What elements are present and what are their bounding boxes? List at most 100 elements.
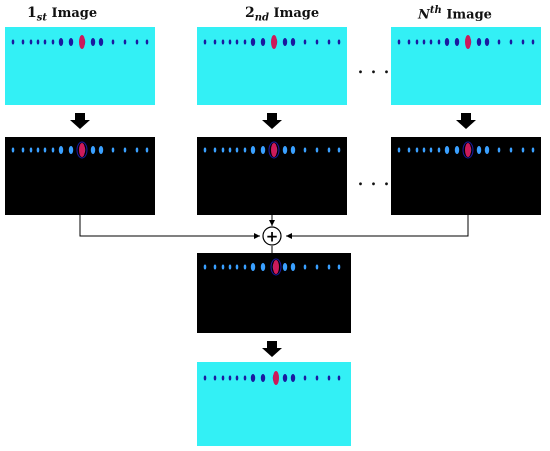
processed-image-1-spot — [90, 146, 96, 154]
input-image-n-spot — [476, 38, 482, 46]
processed-image-n-spot — [415, 147, 419, 153]
label-second-word: Image — [273, 6, 320, 21]
input-image-1-spot — [145, 39, 149, 45]
input-image-n-spot — [422, 39, 426, 45]
input-image-2-spot — [315, 39, 319, 45]
combined-image-spot — [213, 264, 217, 270]
combined-image-spot — [315, 264, 319, 270]
input-image-1-spot — [58, 38, 64, 46]
processed-image-1-spot — [68, 146, 74, 154]
input-image-1-spot — [135, 39, 139, 45]
input-image-1-spot — [123, 39, 127, 45]
processed-image-n-center-ring — [462, 141, 474, 159]
processed-image-2-spot — [213, 147, 217, 153]
combined-image-center-spot — [273, 260, 279, 274]
processed-image-n-spot — [454, 146, 460, 154]
label-nth-image: Nth Image — [418, 5, 492, 22]
final-image-spot — [315, 375, 319, 381]
connector-lines — [79, 215, 469, 253]
input-image-n-spot — [397, 39, 401, 45]
plus-operator-text: + — [266, 228, 279, 246]
processed-image-1-spot — [58, 146, 64, 154]
input-image-2-spot — [250, 38, 256, 46]
final-image-spot — [303, 375, 307, 381]
processed-image-1-spot — [98, 146, 104, 154]
processed-image-2-spot — [243, 147, 247, 153]
input-image-1-spot — [43, 39, 47, 45]
input-image-2-spot — [213, 39, 217, 45]
combined-image-spot — [221, 264, 225, 270]
processed-image-n-spot — [484, 146, 490, 154]
label-first-suffix: st — [36, 12, 47, 24]
down-arrow-icon-col-2 — [262, 113, 282, 129]
processed-image-1-spot — [11, 147, 15, 153]
label-second-image: 2nd Image — [245, 5, 319, 24]
processed-image-2-spot — [228, 147, 232, 153]
connector-right — [286, 215, 469, 239]
final-image-spot — [203, 375, 207, 381]
combined-image-spot — [250, 263, 256, 271]
processed-image-n-spot — [422, 147, 426, 153]
input-image-n-spot — [429, 39, 433, 45]
input-image-n-spot — [509, 39, 513, 45]
final-image-spot — [290, 374, 296, 382]
processed-image-2-spot — [290, 146, 296, 154]
ellipsis-row-2: ... — [357, 166, 396, 191]
input-image-n-spot — [444, 38, 450, 46]
input-image-2-spot — [235, 39, 239, 45]
final-image-spot — [235, 375, 239, 381]
processed-image-1-spot — [123, 147, 127, 153]
final-image-spot — [243, 375, 247, 381]
label-nth-suffix: th — [429, 5, 442, 16]
processed-image-1-spot — [51, 147, 55, 153]
combined-image-spot — [260, 263, 266, 271]
final-image-spot — [213, 375, 217, 381]
processed-image-1-spot — [21, 147, 25, 153]
processed-image-n-spot — [444, 146, 450, 154]
label-nth-word: Image — [446, 7, 492, 23]
input-image-2-spot — [303, 39, 307, 45]
connector-left — [79, 215, 260, 239]
combined-image-spot — [337, 264, 341, 270]
processed-image-2-spot — [235, 147, 239, 153]
input-image-1-spot — [90, 38, 96, 46]
input-image-1-spot — [11, 39, 15, 45]
input-image-n-spot — [454, 38, 460, 46]
final-image-center-spot — [273, 371, 279, 385]
plus-operator-icon: + — [262, 226, 282, 246]
processed-image-n-spot — [497, 147, 501, 153]
input-image-1-spot — [36, 39, 40, 45]
combined-image-spot — [327, 264, 331, 270]
processed-image-1-spot — [145, 147, 149, 153]
processed-image-n-center-spot — [465, 143, 471, 157]
input-image-2-spot — [221, 39, 225, 45]
final-image-spot — [250, 374, 256, 382]
input-image-1-spot — [29, 39, 33, 45]
combined-image-spot — [203, 264, 207, 270]
input-image-1-center-spot — [79, 35, 85, 49]
input-image-1-spot — [51, 39, 55, 45]
input-image-2-spot — [203, 39, 207, 45]
processed-image-n-spot — [531, 147, 535, 153]
combined-image-spot — [290, 263, 296, 271]
processed-image-2-spot — [203, 147, 207, 153]
combined-image-spot — [282, 263, 288, 271]
input-image-2-spot — [337, 39, 341, 45]
input-image-2-spot — [327, 39, 331, 45]
down-arrow-icon-col-1 — [70, 113, 90, 129]
down-arrow-icon-final — [262, 341, 282, 357]
processed-image-1-spot — [36, 147, 40, 153]
final-image-spot — [337, 375, 341, 381]
processed-image-1-center-ring — [76, 141, 88, 159]
input-image-n-spot — [415, 39, 419, 45]
processed-image-1-spot — [43, 147, 47, 153]
final-image-spot — [228, 375, 232, 381]
input-image-n-spot — [521, 39, 525, 45]
label-first-number: 1 — [27, 5, 37, 21]
label-second-number: 2 — [245, 5, 255, 21]
processed-image-2-center-spot — [271, 143, 277, 157]
processed-image-n-spot — [476, 146, 482, 154]
processed-image-1-spot — [135, 147, 139, 153]
input-image-n-center-spot — [465, 35, 471, 49]
